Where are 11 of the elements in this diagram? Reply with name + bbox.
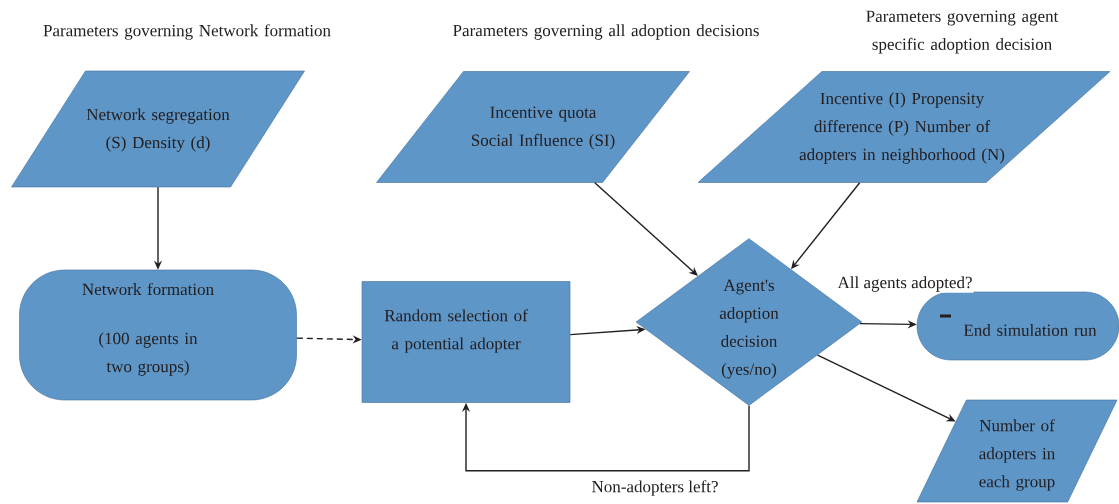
process-box: Random selection of a potential adopter: [361, 281, 571, 403]
output-parallelogram: Number of adopters in each group: [916, 399, 1118, 503]
input-parallelogram: Incentive (I) Propensity difference (P) Number of adopters in neighborhood (N): [697, 71, 1111, 183]
heading-text: Parameters governing agent specific adoption decision: [866, 10, 1059, 54]
heading-text: Parameters governing Network formation: [43, 24, 331, 40]
input-parallelogram: Incentive quota Social Influence (SI): [376, 71, 690, 183]
edge-label: Non-adopters left?: [590, 479, 720, 497]
edge-label: All agents adopted?: [836, 275, 974, 293]
input-parallelogram: Network segregation (S) Density (d): [11, 70, 305, 188]
heading-text: Parameters governing all adoption decisions: [453, 24, 759, 40]
arrow: [594, 182, 698, 276]
